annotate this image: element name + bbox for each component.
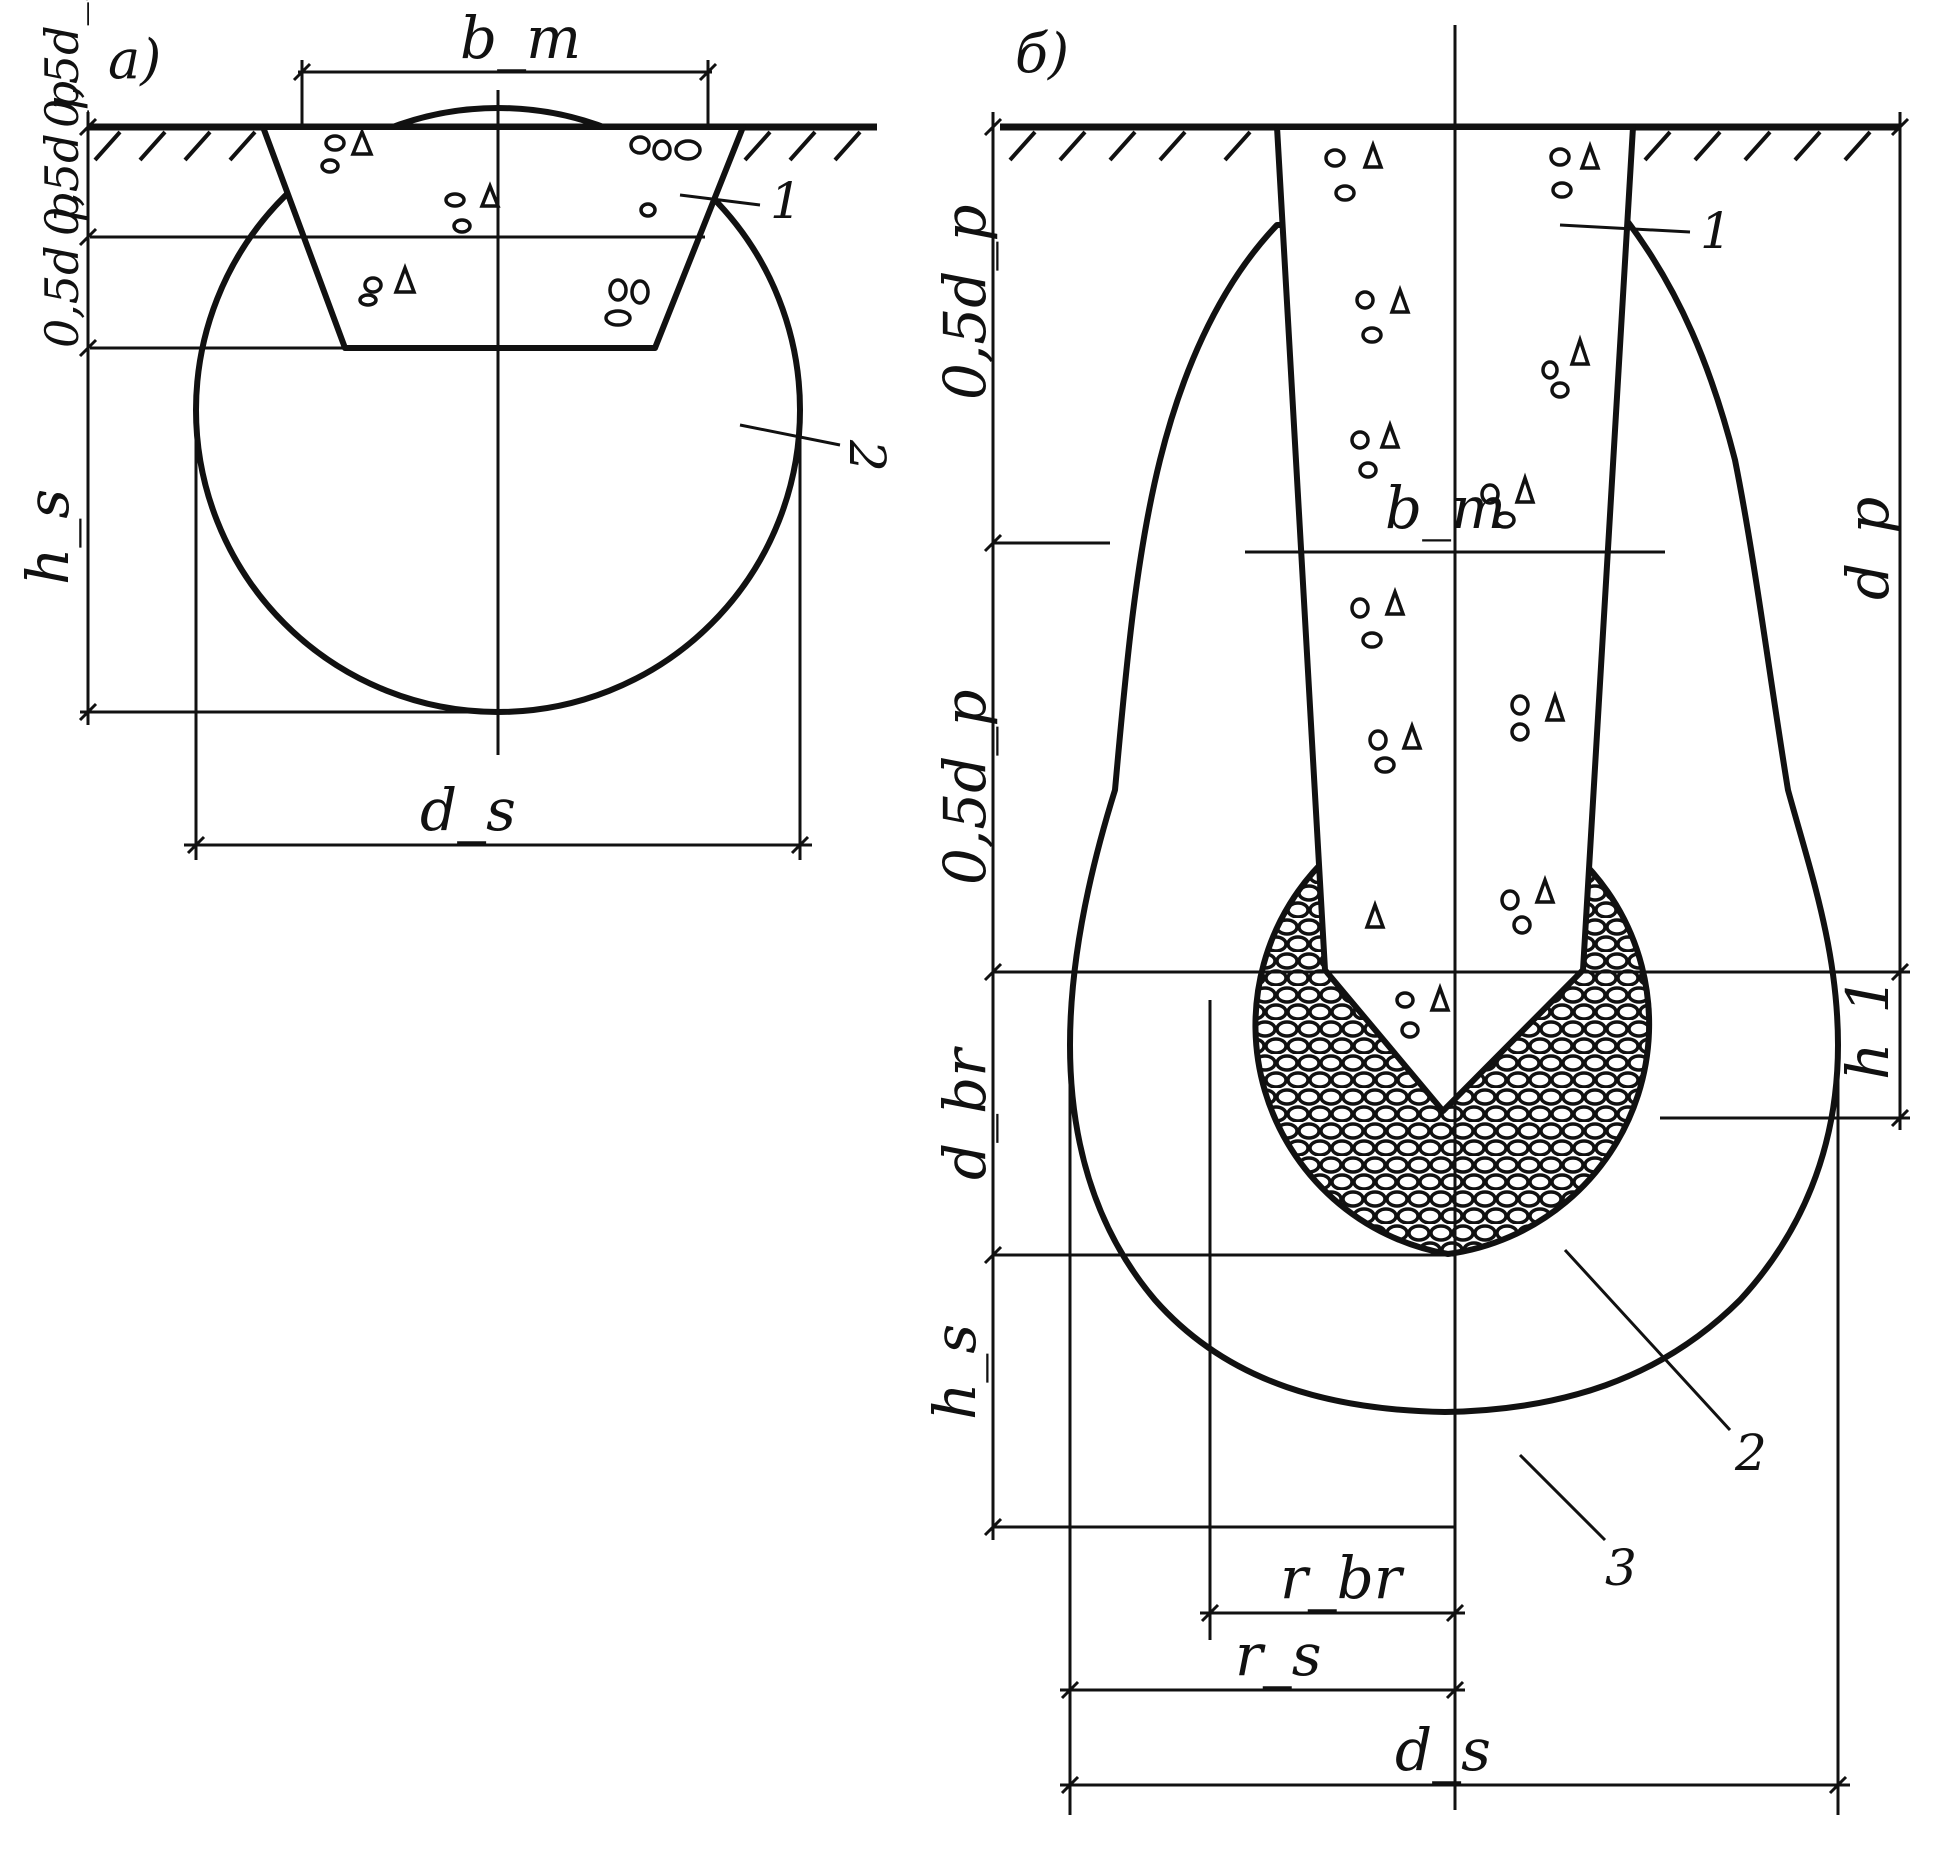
panel-b-dim-d-br: d_br	[931, 1046, 999, 1180]
panel-b-pile-shaft	[1274, 124, 1636, 1114]
panel-a-dim-half-dp-3: 0,5d_p	[35, 193, 89, 348]
panel-a: a)	[14, 0, 896, 860]
panel-a-leader-2	[739, 423, 841, 447]
panel-b-dim-half-dp-top: 0,5d_p	[931, 205, 999, 401]
panel-a-dim-half-dp-1: 0,5d_p	[35, 81, 89, 236]
panel-a-aggregate-marks	[320, 127, 702, 327]
panel-b-leader-1	[1559, 223, 1691, 234]
panel-b-dim-d-s: d_s	[1395, 1716, 1491, 1784]
panel-b-left-dim-ticks	[983, 117, 1003, 1537]
panel-b-dim-r-br: r_br	[1280, 1544, 1405, 1612]
panel-b-dim-r-s: r_s	[1235, 1621, 1322, 1689]
panel-a-leader-1	[679, 193, 761, 207]
panel-a-ground-hatch	[93, 130, 862, 162]
panel-b-callout-2: 2	[1734, 1424, 1767, 1482]
panel-a-left-dim-ticks	[78, 117, 98, 722]
panel-b-dim-d-p: d_p	[1834, 497, 1902, 600]
panel-a-callout-1: 1	[770, 172, 802, 230]
panel-b-ground-hatch	[1008, 130, 1872, 162]
panel-a-dim-half-dp-2: 0,5d_p	[35, 0, 89, 128]
panel-a-dim-h-s: h_s	[14, 489, 82, 585]
panel-a-dim-d-s: d_s	[420, 776, 516, 844]
panel-b-right-dim-ticks	[1890, 117, 1910, 1128]
panel-a-label: a)	[108, 28, 161, 91]
panel-b-aggregate-marks	[1324, 139, 1601, 1039]
panel-b-dim-h-s: h_s	[921, 1324, 989, 1420]
panel-b-dim-h-1: h_1	[1834, 977, 1902, 1080]
panel-b-leader-3	[1518, 1453, 1607, 1542]
panel-b-dim-b-m: b_m	[1385, 474, 1506, 542]
panel-b-callout-3: 3	[1605, 1539, 1637, 1597]
panel-b: б)	[921, 22, 1910, 1815]
panel-b-label: б)	[1015, 22, 1069, 85]
panel-a-callout-2: 2	[838, 439, 896, 472]
panel-a-dim-b-m: b_m	[460, 4, 581, 72]
panel-b-compacted-envelope	[1067, 215, 1841, 1415]
panel-b-callout-1: 1	[1700, 202, 1732, 260]
panel-b-dim-half-dp-mid: 0,5d_p	[931, 690, 999, 886]
panel-b-leader-2	[1563, 1248, 1732, 1432]
